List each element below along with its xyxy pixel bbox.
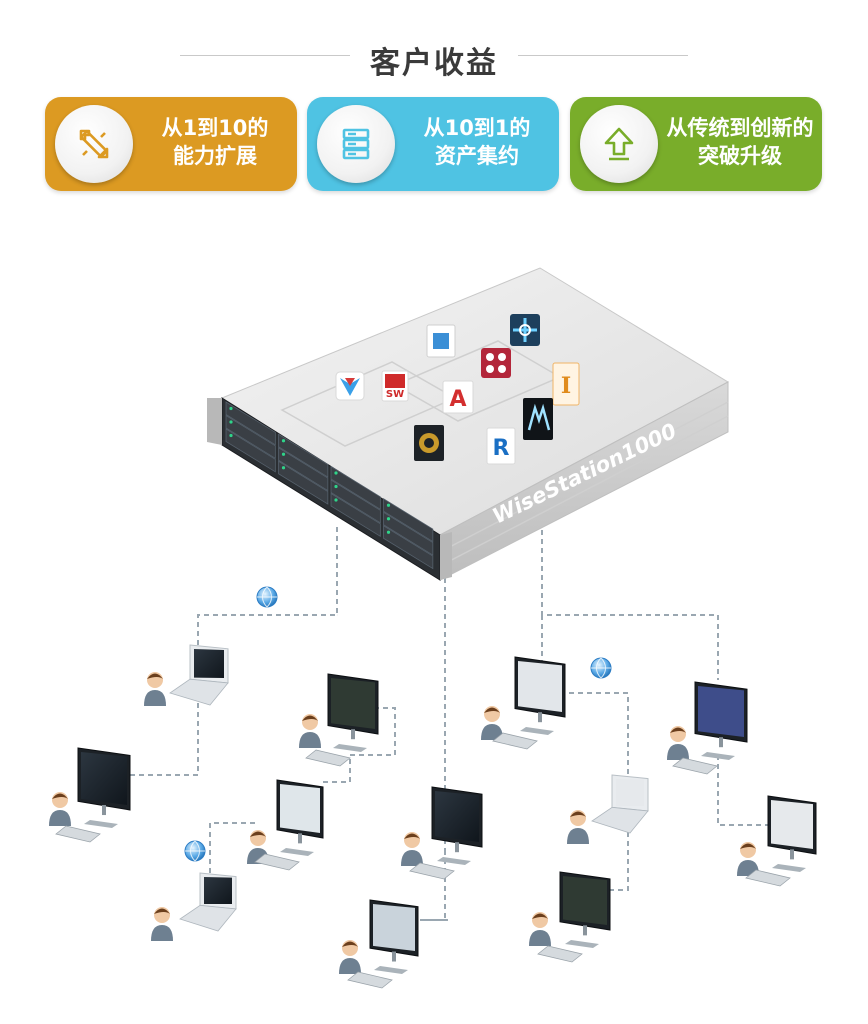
drive-bays	[225, 401, 434, 570]
drive-bay	[330, 492, 381, 538]
maya-icon	[523, 398, 553, 440]
monitor	[409, 786, 483, 880]
user-avatar	[144, 672, 166, 706]
section-header: 客户收益	[0, 34, 868, 81]
monitor	[55, 747, 131, 843]
drive-bay	[278, 447, 329, 492]
drive-bay	[278, 460, 329, 505]
title-divider-right	[518, 55, 688, 56]
inventor-icon: I	[552, 362, 580, 406]
user-avatar	[481, 706, 503, 740]
globe-icons	[184, 586, 612, 862]
drive-bay-led	[281, 466, 286, 470]
user-avatar	[339, 940, 361, 974]
solidworks-icon: SW	[381, 370, 409, 402]
drive-bay	[278, 433, 329, 478]
client-workstations	[49, 644, 817, 989]
upload-arrow-icon	[604, 127, 634, 161]
pencil-ruler-icon	[79, 129, 109, 159]
drive-bay	[330, 479, 381, 524]
globe-icon	[590, 657, 612, 679]
drive-bay-led	[334, 484, 338, 489]
network-app-icon	[510, 314, 540, 346]
server-top-panel	[220, 267, 730, 536]
solidworks-icon-label: SW	[386, 389, 404, 400]
drive-bay-led	[281, 452, 286, 456]
laptop	[591, 774, 649, 834]
benefit-line-2: 突破升级	[698, 144, 782, 168]
user-avatar	[529, 912, 551, 946]
benefit-icon-badge	[580, 105, 658, 183]
drive-bay	[330, 465, 381, 511]
drive-bay-led	[229, 420, 233, 424]
drive-bay-led	[334, 498, 338, 502]
monitor	[745, 795, 817, 887]
drive-bay	[225, 414, 276, 460]
benefit-line-1: 从传统到创新的	[666, 116, 814, 140]
user-avatar	[567, 810, 589, 844]
benefit-line-1: 从1到10的	[161, 116, 269, 140]
user-avatar	[299, 714, 321, 748]
benefit-icon-badge	[317, 105, 395, 183]
title-divider-left	[180, 55, 350, 56]
benefit-line-2: 资产集约	[435, 144, 519, 168]
vred-icon	[481, 348, 511, 378]
server-side-ribs	[439, 401, 729, 567]
drive-bay-led	[334, 471, 338, 475]
drive-bay	[225, 401, 276, 446]
drive-bay	[225, 428, 276, 473]
autocad-icon: A	[442, 380, 474, 414]
revit-icon-label: R	[493, 436, 510, 461]
monitor	[305, 673, 379, 767]
drive-bay	[383, 498, 434, 543]
square-app-icon	[426, 324, 456, 358]
drive-bay-led	[386, 517, 391, 521]
globe-icon	[256, 586, 278, 608]
user-avatar	[401, 832, 423, 866]
page-title: 客户收益	[370, 46, 498, 81]
drive-bay-led	[229, 406, 233, 411]
user-avatar	[151, 907, 173, 941]
globe-icon	[184, 840, 206, 862]
benefit-icon-badge	[55, 105, 133, 183]
server-unit: WiseStation1000	[207, 267, 730, 581]
autodesk-3dsmax-icon	[335, 371, 365, 401]
benefit-text: 从10到1的 资产集约	[403, 114, 551, 170]
monitor	[347, 899, 419, 989]
drive-bay-led	[281, 439, 286, 443]
drive-bay-led	[386, 503, 391, 507]
server-stack-icon	[342, 128, 370, 160]
drive-bay-led	[229, 433, 233, 438]
camera-lens-icon	[414, 425, 444, 461]
monitor	[492, 656, 566, 750]
revit-icon: R	[486, 427, 516, 465]
drive-bay-led	[386, 530, 391, 534]
server-rack-ear-left	[207, 398, 222, 445]
benefit-card-consolidation: 从10到1的 资产集约	[307, 97, 559, 191]
server-app-icons: SW A I R	[335, 314, 580, 465]
monitor	[537, 871, 611, 963]
benefit-card-upgrade: 从传统到创新的 突破升级	[570, 97, 822, 191]
autocad-icon-label: A	[449, 387, 466, 412]
drive-bay	[383, 525, 434, 570]
user-avatar	[667, 726, 689, 760]
benefit-card-capability: 从1到10的 能力扩展	[45, 97, 297, 191]
network-link	[541, 530, 719, 680]
user-avatar	[49, 792, 71, 826]
benefit-line-1: 从10到1的	[423, 116, 531, 140]
network-link	[717, 755, 768, 826]
monitor	[254, 779, 324, 871]
network-link	[320, 707, 396, 783]
inventor-icon-label: I	[561, 373, 571, 399]
monitor	[672, 681, 748, 775]
laptop	[179, 872, 237, 932]
drive-bay	[383, 511, 434, 556]
laptop	[169, 644, 229, 706]
benefit-text: 从传统到创新的 突破升级	[666, 114, 814, 170]
server-rack-ear-right	[440, 532, 452, 580]
benefit-line-2: 能力扩展	[173, 144, 257, 168]
benefit-text: 从1到10的 能力扩展	[141, 114, 289, 170]
